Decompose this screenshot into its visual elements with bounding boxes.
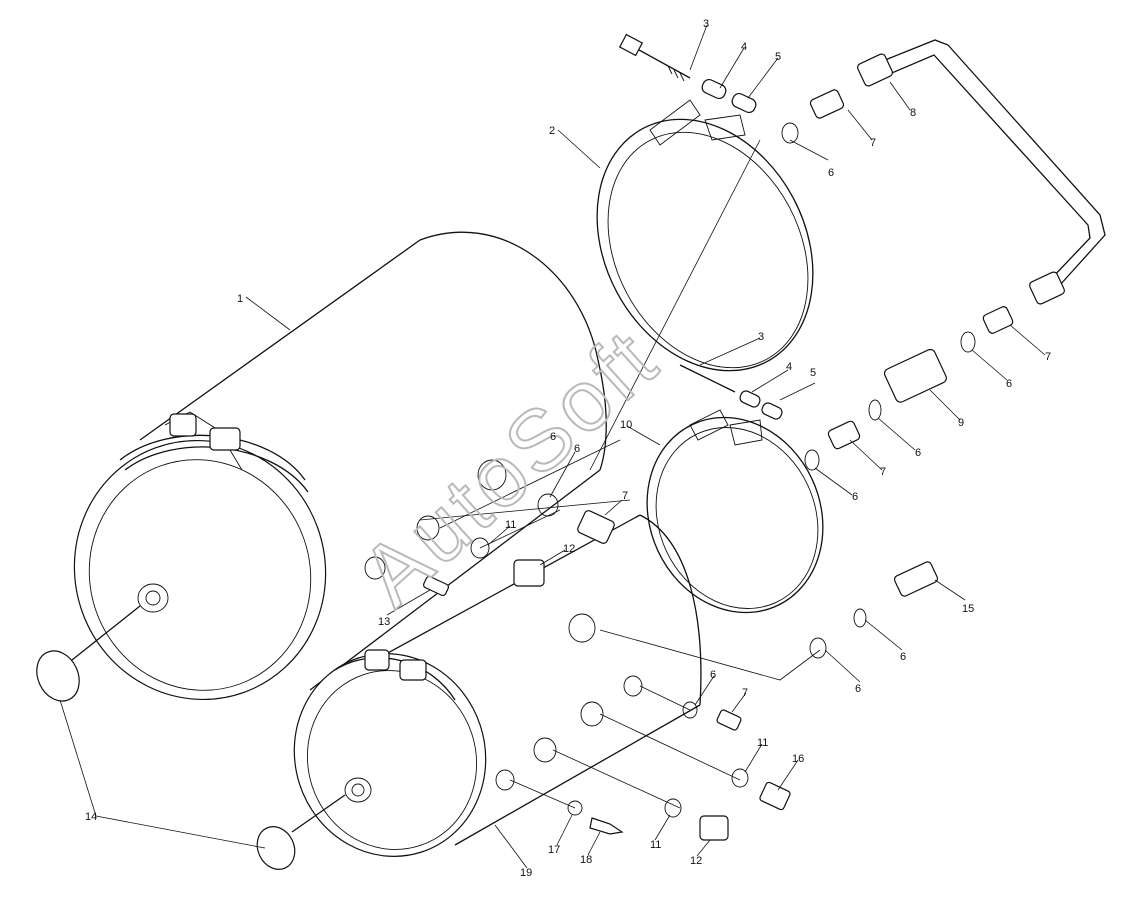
callout-14: 14	[85, 811, 97, 823]
callout-16: 16	[792, 753, 804, 765]
small-air-tank	[293, 514, 702, 857]
fittings	[36, 33, 1014, 870]
callout-19: 19	[520, 867, 532, 879]
callout-3: 3	[703, 18, 709, 30]
callout-labels: 1 2 3 4 5 6 7 8 7 6 9 6 7 6 3 4 5 10 6 7…	[85, 18, 1051, 879]
callout-6: 6	[852, 491, 858, 503]
callout-15: 15	[962, 603, 974, 615]
callout-7: 7	[742, 687, 748, 699]
callout-6: 6	[828, 167, 834, 179]
callout-7: 7	[622, 490, 628, 502]
callout-4: 4	[741, 41, 747, 53]
callout-2: 2	[549, 125, 555, 137]
callout-18: 18	[580, 854, 592, 866]
callout-7: 7	[1045, 351, 1051, 363]
connecting-pipe	[857, 39, 1106, 305]
callout-7: 7	[870, 137, 876, 149]
callout-12: 12	[690, 855, 702, 867]
callout-1: 1	[237, 293, 243, 305]
lower-band-clamp	[646, 409, 824, 614]
callout-6: 6	[574, 443, 580, 455]
callout-11: 11	[757, 737, 768, 749]
callout-5: 5	[810, 367, 816, 379]
callout-11: 11	[505, 519, 516, 531]
callout-6: 6	[710, 669, 716, 681]
large-air-tank	[73, 231, 607, 701]
callout-9: 9	[958, 417, 964, 429]
callout-5: 5	[775, 51, 781, 63]
callout-6: 6	[1006, 378, 1012, 390]
callout-6: 6	[855, 683, 861, 695]
callout-6: 6	[900, 651, 906, 663]
leader-lines	[59, 24, 1046, 869]
callout-6: 6	[915, 447, 921, 459]
watermark-text: AutoSoft	[343, 311, 676, 624]
callout-3: 3	[758, 331, 764, 343]
callout-7: 7	[880, 466, 886, 478]
callout-8: 8	[910, 107, 916, 119]
callout-13: 13	[378, 616, 390, 628]
callout-11: 11	[650, 839, 661, 851]
callout-4: 4	[786, 361, 792, 373]
callout-6: 6	[550, 431, 556, 443]
callout-17: 17	[548, 844, 560, 856]
callout-12: 12	[563, 543, 575, 555]
callout-10: 10	[620, 419, 632, 431]
upper-band-clamp	[596, 99, 814, 372]
